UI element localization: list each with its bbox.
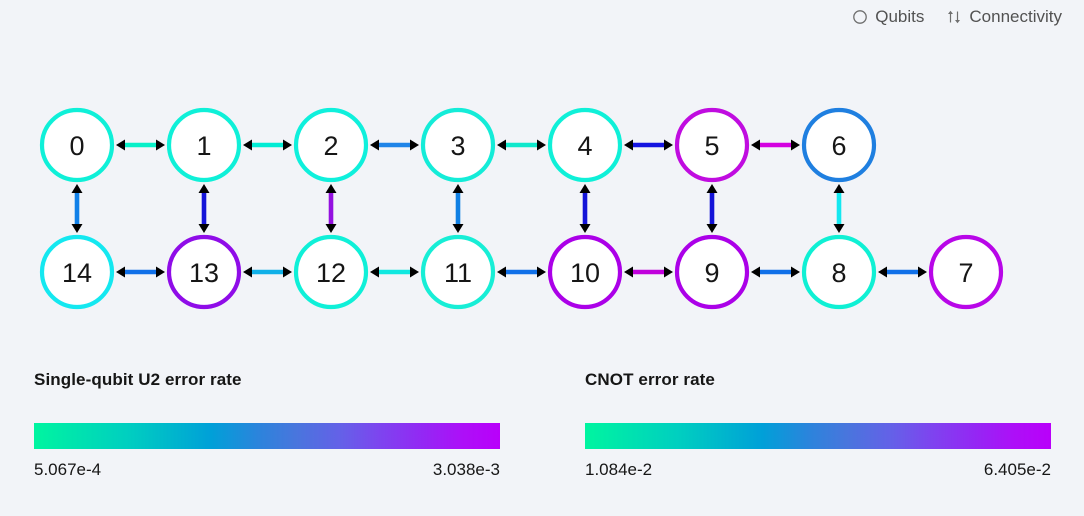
qubit-node-label: 5 [704, 131, 719, 161]
colorbar-min-label: 5.067e-4 [34, 460, 102, 479]
coupling-edge-13-12[interactable] [243, 266, 292, 278]
coupling-edge-1-2[interactable] [243, 139, 292, 151]
coupling-edge-5-9[interactable] [706, 184, 718, 233]
colorbar-gradient [34, 423, 500, 449]
coupling-edge-3-4[interactable] [497, 139, 546, 151]
qubit-node-label: 14 [62, 258, 92, 288]
colorbar-min-label: 1.084e-2 [585, 460, 653, 479]
qubit-node-6[interactable]: 6 [801, 107, 877, 183]
coupling-edge-2-3[interactable] [370, 139, 419, 151]
qubit-node-10[interactable]: 10 [547, 234, 623, 310]
coupling-edge-4-5[interactable] [624, 139, 673, 151]
circle-outline-icon [852, 9, 868, 25]
colorbar-title: CNOT error rate [585, 370, 715, 389]
qubit-node-9[interactable]: 9 [674, 234, 750, 310]
legend-item-connectivity: Connectivity [946, 8, 1062, 25]
legend-label-qubits: Qubits [875, 7, 925, 26]
qubit-node-2[interactable]: 2 [293, 107, 369, 183]
colorbar-ticks: 1.084e-2 6.405e-2 [585, 460, 1051, 480]
colorbar-title: Single-qubit U2 error rate [34, 370, 242, 389]
colorbar-max-label: 6.405e-2 [983, 460, 1051, 479]
qubit-node-label: 12 [316, 258, 346, 288]
qubit-node-label: 9 [704, 258, 719, 288]
qubit-node-label: 6 [831, 131, 846, 161]
qubit-node-label: 13 [189, 258, 219, 288]
coupling-edge-11-10[interactable] [497, 266, 546, 278]
legend-label-connectivity: Connectivity [969, 7, 1062, 26]
coupling-edge-6-8[interactable] [833, 184, 845, 233]
qubit-node-label: 11 [444, 258, 472, 288]
qubit-node-3[interactable]: 3 [420, 107, 496, 183]
qubit-node-7[interactable]: 7 [928, 234, 1004, 310]
qubit-node-5[interactable]: 5 [674, 107, 750, 183]
qubit-node-11[interactable]: 11 [420, 234, 496, 310]
coupling-edge-0-1[interactable] [116, 139, 165, 151]
coupling-edge-3-11[interactable] [452, 184, 464, 233]
coupling-edge-1-13[interactable] [198, 184, 210, 233]
colorbar-gradient [585, 423, 1051, 449]
coupling-edge-14-13[interactable] [116, 266, 165, 278]
coupling-edge-4-10[interactable] [579, 184, 591, 233]
colorbar-ticks: 5.067e-4 3.038e-3 [34, 460, 500, 480]
legend-item-qubits: Qubits [852, 8, 924, 25]
qubit-node-label: 4 [577, 131, 592, 161]
qubit-node-label: 1 [196, 131, 211, 161]
coupling-edge-8-7[interactable] [878, 266, 927, 278]
coupling-edge-10-9[interactable] [624, 266, 673, 278]
graph-legend: Qubits Connectivity [852, 8, 1062, 25]
qubit-node-1[interactable]: 1 [166, 107, 242, 183]
qubit-node-label: 2 [323, 131, 338, 161]
coupling-edge-9-8[interactable] [751, 266, 800, 278]
qubit-node-label: 0 [69, 131, 84, 161]
coupling-edge-5-6[interactable] [751, 139, 800, 151]
qubit-node-13[interactable]: 13 [166, 234, 242, 310]
qubit-node-label: 10 [570, 258, 600, 288]
qubit-node-label: 7 [958, 258, 973, 288]
coupling-edge-12-11[interactable] [370, 266, 419, 278]
coupling-edge-0-14[interactable] [71, 184, 83, 233]
qubit-node-8[interactable]: 8 [801, 234, 877, 310]
qubit-node-label: 8 [831, 258, 846, 288]
colorbar-max-label: 3.038e-3 [432, 460, 500, 479]
qubit-node-0[interactable]: 0 [39, 107, 115, 183]
colorbar-single-qubit-u2: Single-qubit U2 error rate 5.067e-4 3.038e… [34, 370, 500, 480]
qubit-node-4[interactable]: 4 [547, 107, 623, 183]
colorbar-cnot: CNOT error rate 1.084e-2 6.405e-2 [585, 370, 1051, 480]
qubit-node-14[interactable]: 14 [39, 234, 115, 310]
coupling-edge-2-12[interactable] [325, 184, 337, 233]
qubit-node-label: 3 [450, 131, 465, 161]
qubit-node-12[interactable]: 12 [293, 234, 369, 310]
up-down-arrows-icon [946, 9, 962, 25]
